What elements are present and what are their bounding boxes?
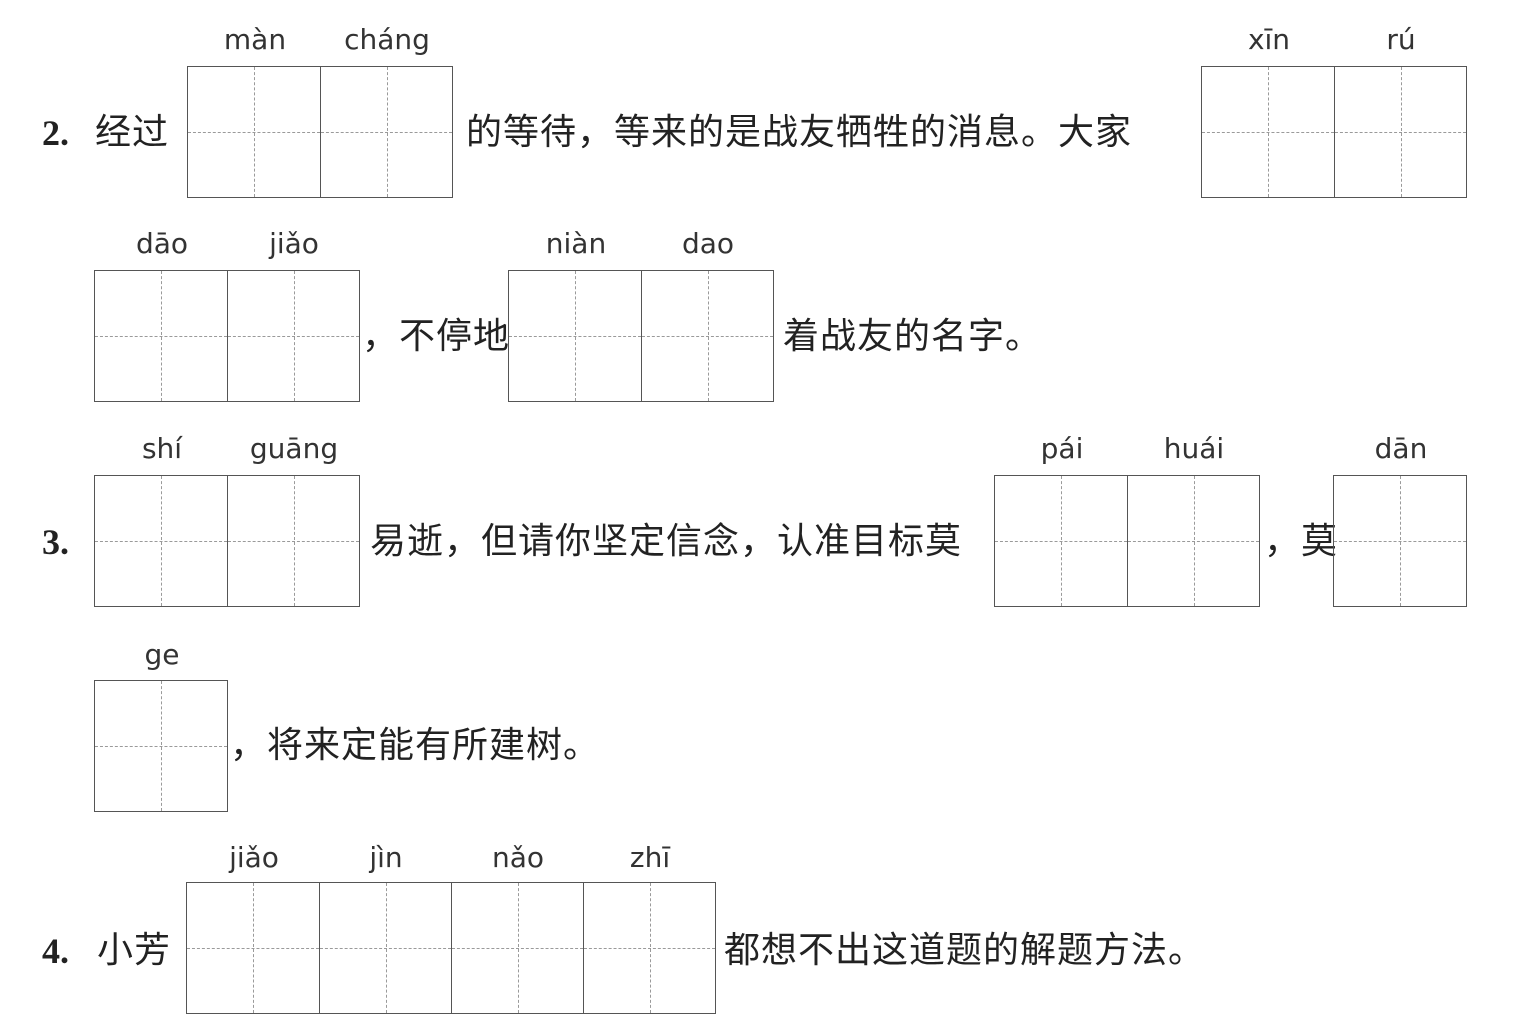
tianzige-cell[interactable] xyxy=(451,883,583,1013)
tianzige-cell[interactable] xyxy=(1334,67,1466,197)
tianzige-answer-box[interactable] xyxy=(186,882,716,1014)
pinyin-label: jiǎo xyxy=(229,841,279,874)
tianzige-cell[interactable] xyxy=(1202,67,1334,197)
tianzige-cell[interactable] xyxy=(227,476,359,606)
question-text: 都想不出这道题的解题方法。 xyxy=(724,930,1206,971)
tianzige-cell[interactable] xyxy=(319,883,451,1013)
pinyin-label: nǎo xyxy=(491,841,545,874)
tianzige-cell[interactable] xyxy=(95,271,227,401)
question-number: 4. xyxy=(42,931,69,971)
question-text: 着战友的名字。 xyxy=(783,316,1043,357)
pinyin-label: guāng xyxy=(249,432,339,465)
tianzige-cell[interactable] xyxy=(320,67,452,197)
pinyin-label: rú xyxy=(1386,23,1416,56)
question-text: 易逝，但请你坚定信念，认准目标莫 xyxy=(370,521,963,562)
pinyin-label: niàn xyxy=(545,227,607,260)
pinyin-label: zhī xyxy=(629,841,671,874)
tianzige-answer-box[interactable] xyxy=(94,270,360,402)
tianzige-cell[interactable] xyxy=(1127,476,1259,606)
pinyin-label: dao xyxy=(681,227,735,260)
question-text: 经过 xyxy=(95,112,170,153)
tianzige-answer-box[interactable] xyxy=(94,475,360,607)
tianzige-cell[interactable] xyxy=(509,271,641,401)
tianzige-cell[interactable] xyxy=(641,271,773,401)
tianzige-answer-box[interactable] xyxy=(187,66,453,198)
tianzige-cell[interactable] xyxy=(995,476,1127,606)
question-text: ，莫 xyxy=(1264,521,1339,562)
question-number: 2. xyxy=(42,113,69,153)
question-text: ，不停地 xyxy=(362,316,511,357)
pinyin-label: shí xyxy=(141,432,183,465)
tianzige-cell[interactable] xyxy=(187,883,319,1013)
tianzige-cell[interactable] xyxy=(95,681,227,811)
pinyin-label: cháng xyxy=(344,23,430,56)
pinyin-label: jiǎo xyxy=(269,227,319,260)
tianzige-answer-box[interactable] xyxy=(1333,475,1467,607)
question-number: 3. xyxy=(42,522,69,562)
pinyin-label: jìn xyxy=(369,841,403,874)
tianzige-answer-box[interactable] xyxy=(1201,66,1467,198)
pinyin-label: ge xyxy=(144,638,180,671)
question-text: 小芳 xyxy=(97,930,172,971)
pinyin-label: pái xyxy=(1040,432,1084,465)
tianzige-cell[interactable] xyxy=(227,271,359,401)
question-text: 的等待，等来的是战友牺牲的消息。大家 xyxy=(466,112,1133,153)
tianzige-answer-box[interactable] xyxy=(508,270,774,402)
pinyin-label: huái xyxy=(1163,432,1225,465)
pinyin-label: dān xyxy=(1374,432,1428,465)
tianzige-answer-box[interactable] xyxy=(94,680,228,812)
tianzige-cell[interactable] xyxy=(583,883,715,1013)
tianzige-answer-box[interactable] xyxy=(994,475,1260,607)
tianzige-cell[interactable] xyxy=(95,476,227,606)
question-text: ，将来定能有所建树。 xyxy=(230,725,601,766)
tianzige-cell[interactable] xyxy=(1334,476,1466,606)
pinyin-label: xīn xyxy=(1247,23,1291,56)
pinyin-label: dāo xyxy=(135,227,189,260)
tianzige-cell[interactable] xyxy=(188,67,320,197)
pinyin-label: màn xyxy=(223,23,287,56)
